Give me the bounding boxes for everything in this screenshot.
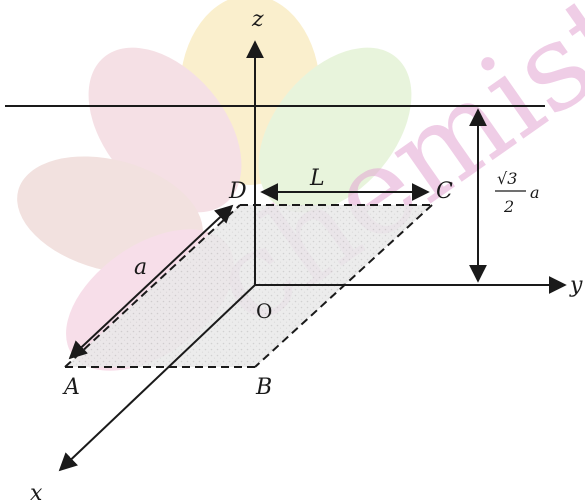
watermark-petal [258,47,412,213]
point-d-label: D [228,179,247,204]
fraction-variable: a [530,183,540,202]
fraction-denominator: 2 [503,197,514,216]
origin-label: O [256,299,272,323]
fraction-numerator: √3 [497,169,517,188]
dimension-a-arrow [68,204,234,360]
x-axis-label: x [30,481,43,504]
point-b-label: B [255,375,272,400]
height-fraction-label: √3 2 a [495,169,540,216]
y-axis-label: y [569,273,583,298]
edge-cb [254,204,433,368]
z-axis-label: z [251,7,264,32]
side-a-label: a [134,255,147,280]
point-a-label: A [62,375,80,400]
point-c-label: C [436,179,453,204]
length-l-label: L [309,166,325,191]
